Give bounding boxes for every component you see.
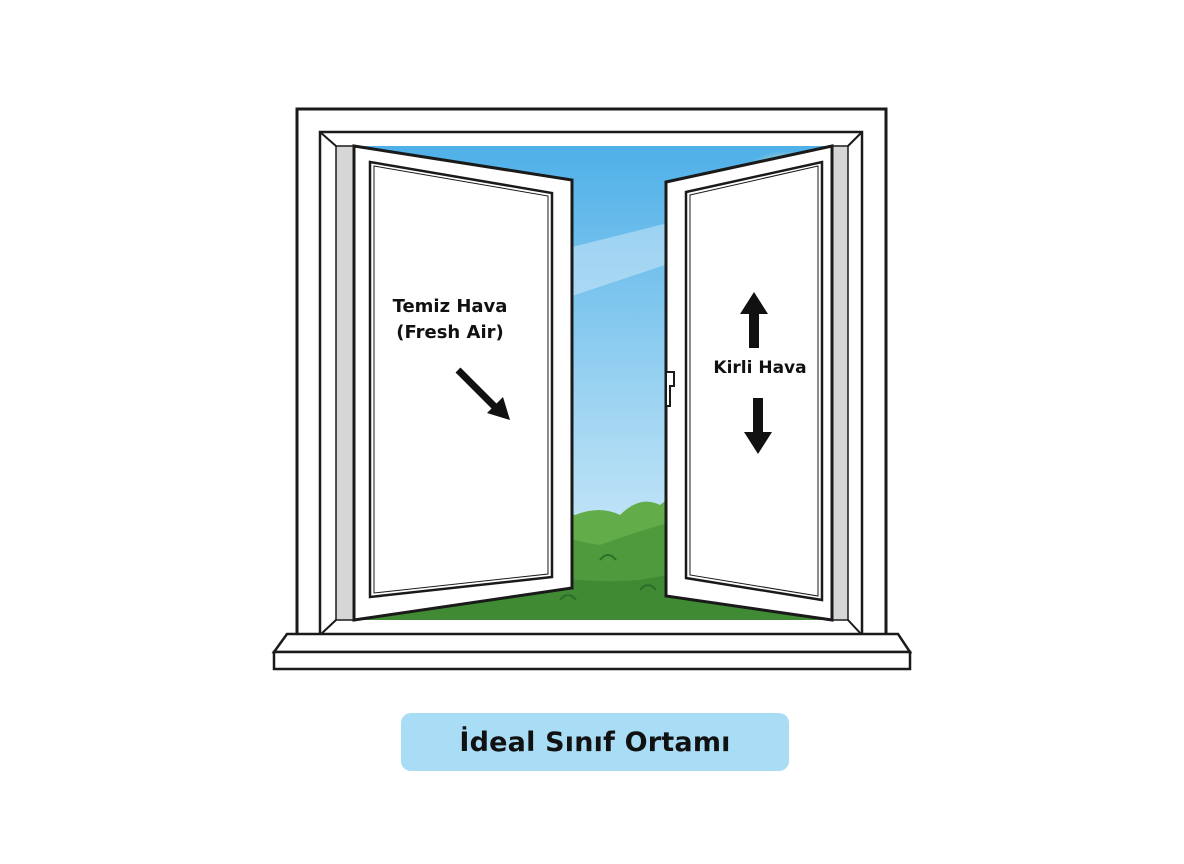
left-sash [352,144,574,622]
caption-box: İdeal Sınıf Ortamı [401,713,789,771]
right-sash [664,144,834,622]
dirty-air-label: Kirli Hava [713,358,807,378]
fresh-air-label-line2: (Fresh Air) [396,322,504,343]
fresh-air-arrow [455,367,510,420]
fresh-air-label: Temiz Hava (Fresh Air) [380,294,520,346]
dirty-air-up-arrow [740,292,768,348]
handle-icon [665,371,675,407]
window-sill [271,632,913,654]
caption-title: İdeal Sınıf Ortamı [459,726,731,758]
fresh-air-label-line1: Temiz Hava [392,296,508,317]
dirty-air-down-arrow [744,398,772,454]
